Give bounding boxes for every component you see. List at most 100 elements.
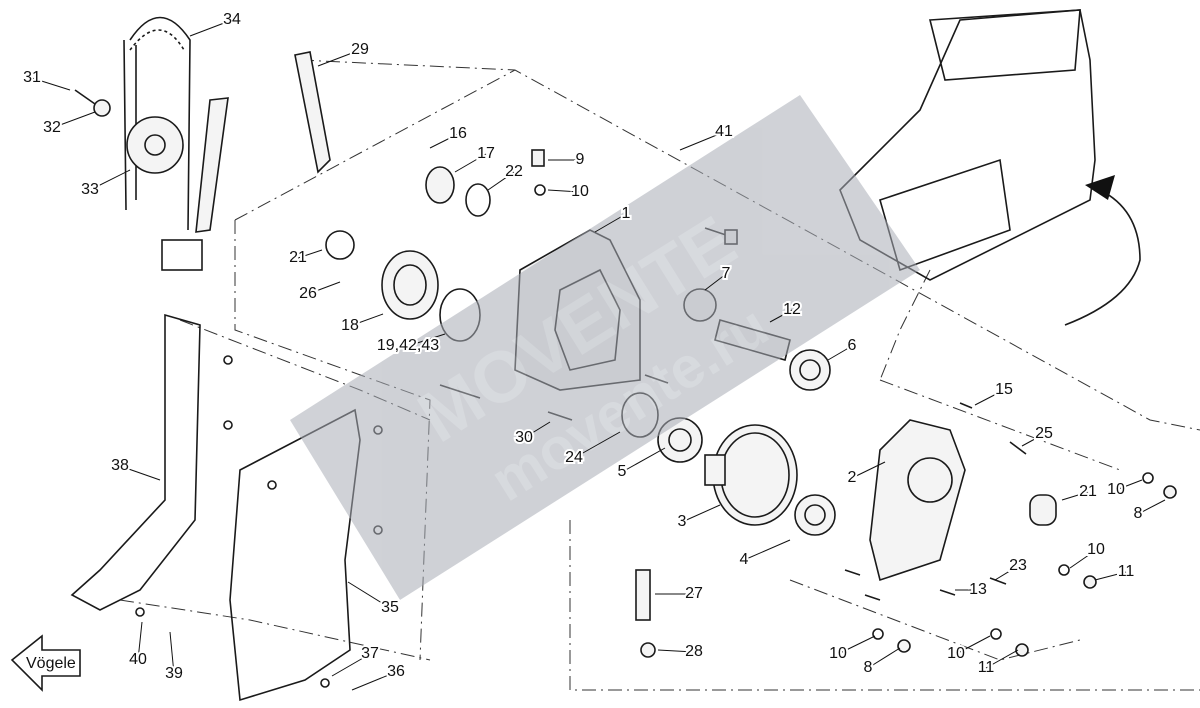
part-label-22: 22: [505, 163, 523, 180]
leader-line-29: [317, 49, 361, 67]
leader-line-21a: [297, 249, 323, 259]
part-label-9: 9: [576, 151, 585, 168]
leader-line-11a: [1094, 571, 1127, 581]
part-label-15: 15: [995, 381, 1013, 398]
leader-line-25: [1021, 433, 1045, 447]
part-label-19: 19,42,43: [377, 337, 439, 354]
part-label-13: 13: [969, 581, 987, 598]
leader-line-22: [487, 171, 515, 191]
part-label-11a: 11: [1118, 563, 1135, 580]
leader-line-6: [827, 345, 853, 361]
guard-plates: [70, 313, 383, 702]
part-label-21a: 21: [289, 249, 307, 266]
leader-line-15: [974, 389, 1005, 406]
leader-line-2: [851, 461, 886, 479]
leader-line-8b: [867, 647, 901, 669]
part-label-10b: 10: [1107, 481, 1125, 498]
part-label-17: 17: [477, 145, 495, 162]
leader-line-4: [743, 539, 791, 561]
leader-line-28: [657, 649, 695, 653]
leader-line-10a: [547, 189, 581, 193]
part-label-21b: 21: [1079, 483, 1097, 500]
leader-line-34: [189, 19, 233, 37]
part-label-27: 27: [685, 585, 703, 602]
part-label-29: 29: [351, 41, 369, 58]
sprocket-part: [74, 89, 184, 174]
leader-line-23: [994, 565, 1019, 581]
leader-line-19: [407, 333, 446, 347]
leader-line-40: [137, 621, 143, 661]
leader-line-5: [621, 447, 666, 473]
part-label-6: 6: [848, 337, 857, 354]
part-label-18: 18: [341, 317, 359, 334]
leader-line-11b: [985, 649, 1019, 669]
fasteners: [635, 402, 1177, 658]
leader-line-12: [769, 309, 793, 323]
leader-line-32: [51, 111, 96, 129]
leader-line-8a: [1137, 499, 1166, 515]
leader-line-1: [594, 213, 627, 233]
part-label-12: 12: [783, 301, 801, 318]
part-label-3: 3: [678, 513, 687, 530]
part-label-5: 5: [618, 463, 627, 480]
chain-part: [123, 16, 203, 271]
leader-line-16: [429, 133, 459, 149]
part-label-2: 2: [848, 469, 857, 486]
part-label-10c: 10: [1087, 541, 1105, 558]
part-label-8b: 8: [864, 659, 873, 676]
part-label-35: 35: [381, 599, 399, 616]
part-label-8a: 8: [1134, 505, 1143, 522]
leader-line-17: [454, 153, 487, 173]
part-label-25: 25: [1035, 425, 1053, 442]
leader-line-35: [347, 581, 391, 609]
leader-line-33: [89, 169, 131, 191]
part-label-41: 41: [715, 123, 733, 140]
leader-line-21b: [1061, 491, 1089, 501]
support-arms: [195, 51, 331, 233]
part-label-36: 36: [387, 663, 405, 680]
leader-line-18: [349, 313, 384, 327]
part-label-30: 30: [515, 429, 533, 446]
gear-housing-2: [869, 419, 1057, 582]
leader-line-3: [681, 504, 721, 523]
part-label-16: 16: [449, 125, 467, 142]
part-label-34: 34: [223, 11, 241, 28]
leader-line-36: [351, 671, 397, 691]
leader-line-30: [523, 421, 551, 439]
part-label-11b: 11: [978, 659, 995, 676]
part-label-4: 4: [740, 551, 749, 568]
part-label-24: 24: [565, 449, 583, 466]
part-label-38: 38: [111, 457, 129, 474]
leader-line-38: [119, 465, 161, 481]
leader-line-26: [307, 281, 341, 295]
leader-line-10e: [955, 635, 991, 655]
leader-line-7: [704, 273, 727, 291]
part-label-10e: 10: [947, 645, 965, 662]
part-label-32: 32: [43, 119, 61, 136]
part-label-23: 23: [1009, 557, 1027, 574]
leader-line-10b: [1115, 479, 1143, 491]
part-label-10a: 10: [571, 183, 589, 200]
part-label-33: 33: [81, 181, 99, 198]
leader-line-41: [679, 131, 725, 151]
vogele-logo: Vögele: [10, 634, 81, 692]
leader-line-39: [169, 631, 175, 675]
part-label-1: 1: [622, 205, 631, 222]
leader-line-10d: [837, 635, 876, 655]
part-label-28: 28: [685, 643, 703, 660]
leader-line-37: [331, 653, 371, 677]
vogele-logo-text: Vögele: [26, 655, 76, 672]
leader-line-31: [31, 77, 71, 91]
leader-line-24: [573, 431, 621, 459]
part-label-40: 40: [129, 651, 147, 668]
part-label-26: 26: [299, 285, 317, 302]
part-label-31: 31: [23, 69, 41, 86]
part-label-37: 37: [361, 645, 379, 662]
part-label-7: 7: [722, 265, 731, 282]
part-label-10d: 10: [829, 645, 847, 662]
leader-lines: [31, 19, 1166, 691]
part-label-39: 39: [165, 665, 183, 682]
